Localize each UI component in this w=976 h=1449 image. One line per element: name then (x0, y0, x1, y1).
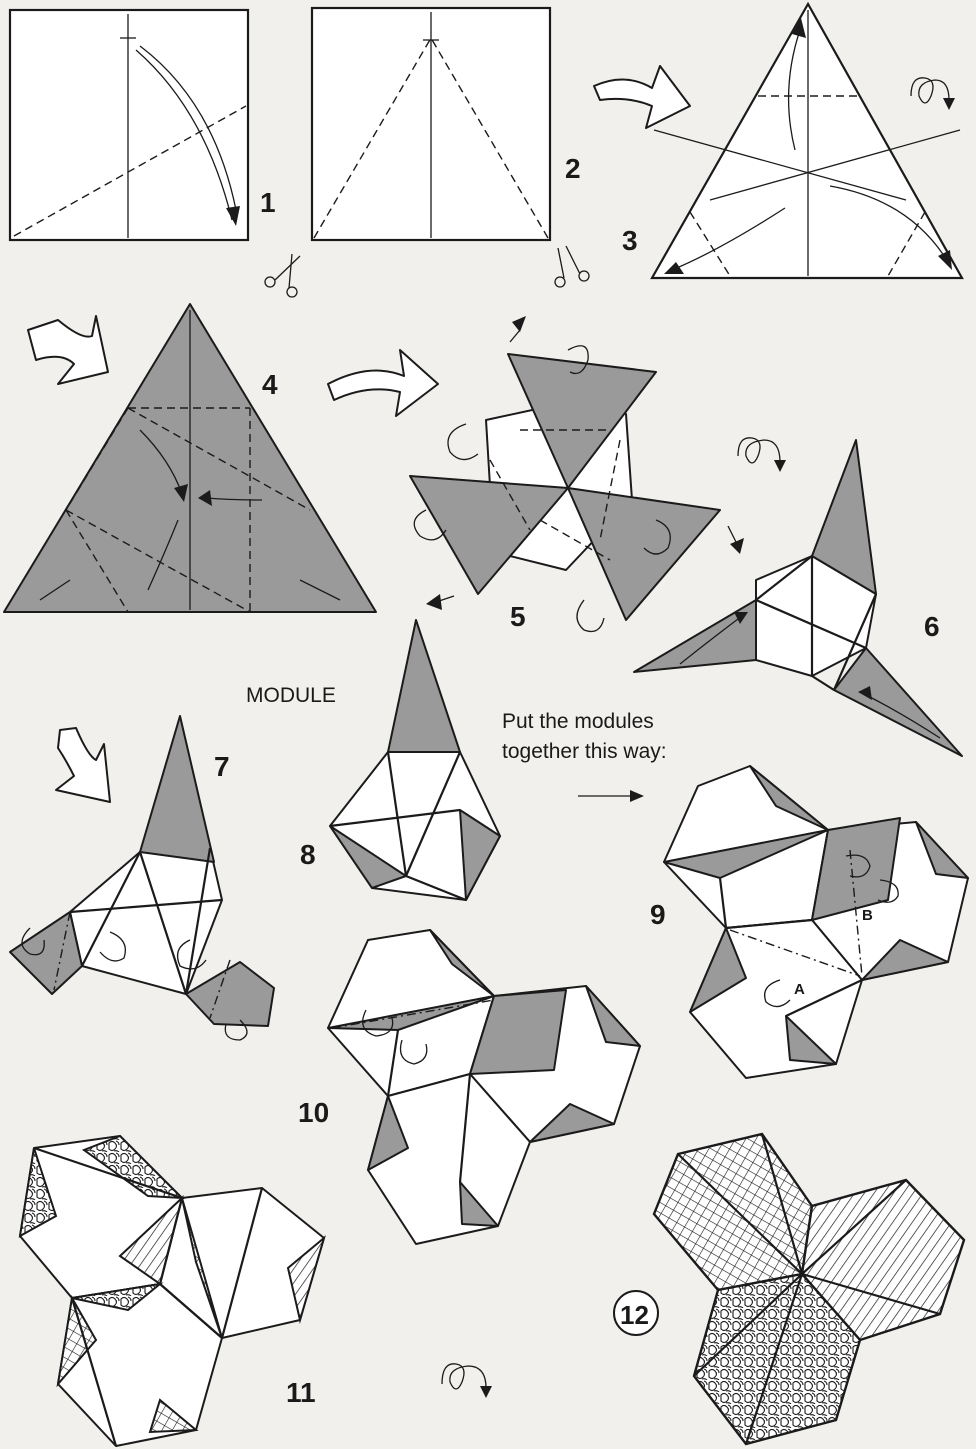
step-2-number: 2 (565, 153, 581, 184)
put-together-line-1: Put the modules (502, 710, 654, 733)
scissors-icon (265, 254, 300, 297)
step-8-module (330, 620, 500, 900)
step-10-assembly (328, 930, 640, 1244)
hollow-arrow-icon (56, 728, 110, 802)
step-10-number: 10 (298, 1097, 329, 1128)
step-6-number: 6 (924, 611, 940, 642)
step-12-number: 12 (620, 1300, 649, 1330)
step-1-number: 1 (260, 187, 276, 218)
step-9-number: 9 (650, 899, 666, 930)
step-11-number: 11 (286, 1377, 316, 1408)
step-7-module (10, 716, 274, 1040)
hollow-arrow-icon (28, 316, 108, 384)
put-together-line-2: together this way: (502, 740, 667, 763)
step-3-number: 3 (622, 225, 638, 256)
step-6-module (634, 440, 962, 756)
step-8-number: 8 (300, 839, 316, 870)
step-5-folding (410, 316, 744, 632)
step-12-finished-model (654, 1134, 964, 1444)
module-label: MODULE (246, 684, 336, 707)
turn-over-icon (911, 78, 955, 110)
hollow-arrow-icon (328, 350, 438, 416)
step-7-number: 7 (214, 751, 230, 782)
step-3-triangle (652, 4, 962, 278)
point-b-label: B (862, 907, 873, 924)
hollow-arrow-icon (594, 66, 690, 128)
turn-over-icon (442, 1364, 492, 1398)
step-2-square (312, 8, 550, 240)
point-a-label: A (794, 981, 805, 998)
step-4-number: 4 (262, 369, 278, 400)
turn-over-icon (738, 438, 786, 472)
step-1-square (10, 10, 248, 240)
step-5-number: 5 (510, 601, 526, 632)
scissors-icon (555, 246, 589, 287)
step-11-finished-model (20, 1136, 324, 1446)
step-9-assembly (664, 766, 968, 1078)
